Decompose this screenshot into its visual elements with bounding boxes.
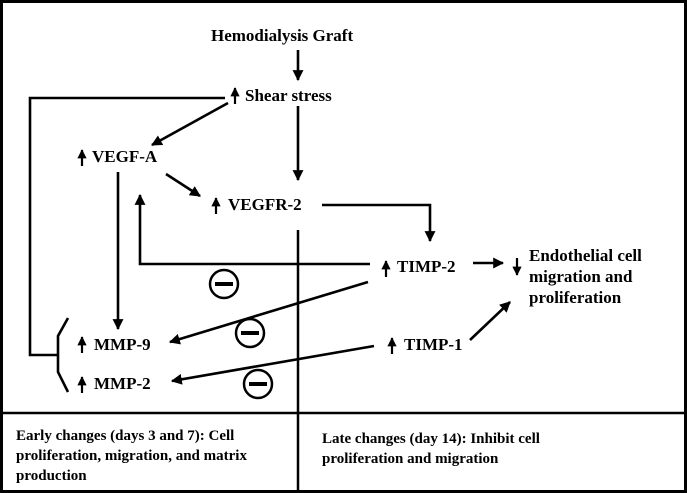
node-mmp-2: MMP-2 [94,374,151,393]
inhibit-circle-icon [208,268,240,300]
node-endothelial-cell: Endothelial cell migration and prolifera… [529,245,642,308]
inhibit-circle-icon [242,368,274,400]
endothelial-line-3: proliferation [529,288,622,307]
late-changes-caption: Late changes (day 14): Inhibit cell prol… [322,431,540,467]
node-vegfr-2: VEGFR-2 [228,195,302,214]
node-hemodialysis-graft: Hemodialysis Graft [211,26,354,45]
arrow-shear-to-vegfa [151,101,229,147]
arrow-timp1-to-mmp2 [170,344,375,385]
arrow-timp2-to-vegfa [134,193,370,266]
line-shear-to-mmp-bracket [28,96,225,357]
arrow-vegfr2-to-timp2 [322,203,436,243]
endothelial-line-1: Endothelial cell [529,246,642,265]
arrow-vegfa-to-vegfr2 [165,172,201,198]
node-shear-stress: Shear stress [245,86,332,105]
arrow-timp1-to-endothelial [469,301,511,341]
mmp-bracket [56,317,70,393]
inhibit-circle-icon [234,317,266,349]
node-vegf-a: VEGF-A [92,147,158,166]
endothelial-line-2: migration and [529,267,633,286]
node-mmp-9: MMP-9 [94,335,151,354]
node-timp-1: TIMP-1 [404,335,463,354]
early-changes-caption: Early changes (days 3 and 7): Cell proli… [16,428,247,484]
inhibition-symbols [208,268,274,400]
node-timp-2: TIMP-2 [397,257,456,276]
arrow-timp2-to-mmp9 [168,280,369,345]
